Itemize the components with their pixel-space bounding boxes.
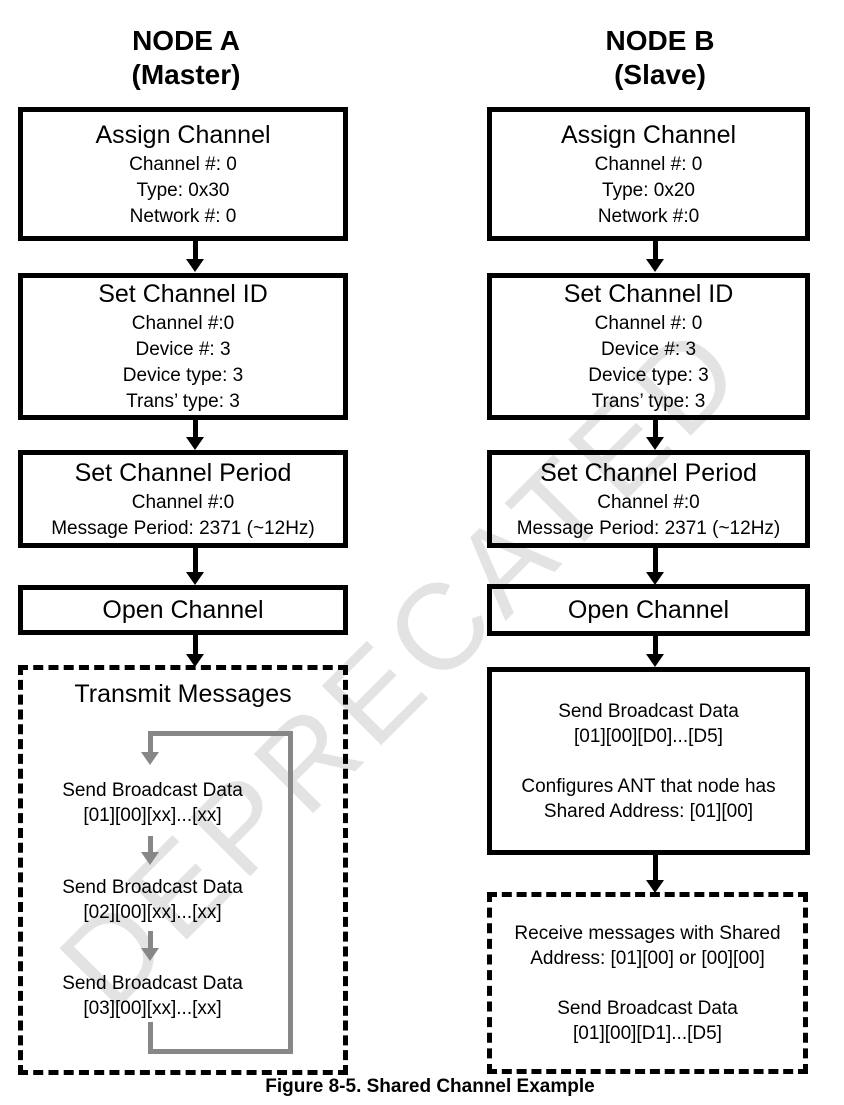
receive-line: Address: [01][00] or [00][00] <box>530 947 765 969</box>
down-arrow-icon <box>646 853 664 893</box>
node-b-set-channel-id-line: Trans’ type: 3 <box>591 391 706 412</box>
node-a-set-channel-id-heading: Set Channel ID <box>98 280 268 308</box>
node-a-set-channel-id-box: Set Channel ID Channel #:0 Device #: 3 D… <box>18 273 348 420</box>
node-a-title: NODE A (Master) <box>18 24 354 92</box>
node-b-title: NODE B (Slave) <box>492 24 828 92</box>
node-a-assign-channel-line: Channel #: 0 <box>129 153 237 175</box>
send-broadcast-para1: Send Broadcast Data [01][00][D0]...[D5] <box>558 699 739 749</box>
node-b-assign-channel-line: Channel #: 0 <box>594 153 703 175</box>
node-b-title-line1: NODE B <box>605 25 715 56</box>
transmit-step-3-line1: Send Broadcast Data <box>62 973 243 994</box>
figure-caption: Figure 8-5. Shared Channel Example <box>265 1076 595 1097</box>
node-b-title-line2: (Slave) <box>614 59 706 90</box>
send-broadcast-para2: Configures ANT that node has Shared Addr… <box>521 774 775 824</box>
node-a-open-channel-box: Open Channel <box>18 585 348 635</box>
node-b-set-channel-period-line: Message Period: 2371 (~12Hz) <box>516 517 781 539</box>
node-b-set-channel-period-line: Channel #:0 <box>597 491 700 513</box>
transmit-step-2: Send Broadcast Data [02][00][xx]...[xx] <box>30 875 275 925</box>
node-a-title-line1: NODE A <box>132 25 240 56</box>
node-a-transmit-messages-box <box>18 665 348 1075</box>
transmit-step-1-line2: [01][00][xx]...[xx] <box>83 805 222 826</box>
node-a-assign-channel-line: Type: 0x30 <box>136 179 230 201</box>
node-a-assign-channel-box: Assign Channel Channel #: 0 Type: 0x30 N… <box>18 107 348 241</box>
down-arrow-icon <box>186 238 204 272</box>
down-arrow-icon <box>186 546 204 585</box>
node-b-set-channel-id-line: Device #: 3 <box>600 339 697 360</box>
node-b-send-broadcast-box: Send Broadcast Data [01][00][D0]...[D5] … <box>487 667 810 855</box>
down-arrow-icon <box>646 546 664 585</box>
node-b-assign-channel-heading: Assign Channel <box>560 120 737 149</box>
node-a-title-line2: (Master) <box>131 59 241 90</box>
loop-down-arrow-icon <box>141 734 159 765</box>
send-broadcast-line: [01][00][D0]...[D5] <box>574 725 723 747</box>
step-down-arrow-icon <box>141 836 159 865</box>
transmit-step-1-line1: Send Broadcast Data <box>62 780 243 801</box>
node-b-open-channel-heading: Open Channel <box>567 595 730 624</box>
node-a-set-channel-period-box: Set Channel Period Channel #:0 Message P… <box>18 450 348 548</box>
node-a-assign-channel-line: Network #: 0 <box>129 205 237 227</box>
node-a-transmit-messages-heading: Transmit Messages <box>74 680 292 708</box>
node-b-assign-channel-line: Type: 0x20 <box>602 179 695 201</box>
step-down-arrow-icon <box>141 931 159 961</box>
receive-line: Receive messages with Shared <box>514 922 781 944</box>
node-a-set-channel-period-line: Channel #:0 <box>131 491 235 513</box>
node-b-set-channel-id-line: Device type: 3 <box>588 365 709 386</box>
node-b-assign-channel-box: Assign Channel Channel #: 0 Type: 0x20 N… <box>487 107 810 241</box>
send-broadcast-line: Send Broadcast Data <box>558 700 739 722</box>
node-b-assign-channel-line: Network #:0 <box>597 205 700 227</box>
node-a-assign-channel-heading: Assign Channel <box>95 120 271 149</box>
node-b-set-channel-id-box: Set Channel ID Channel #: 0 Device #: 3 … <box>487 273 810 420</box>
node-a-open-channel-heading: Open Channel <box>102 595 264 624</box>
receive-para1: Receive messages with Shared Address: [0… <box>514 921 780 971</box>
loop-line-stub <box>148 1022 153 1049</box>
node-b-set-channel-id-line: Channel #: 0 <box>594 313 703 334</box>
node-b-set-channel-id-heading: Set Channel ID <box>563 280 734 308</box>
node-a-set-channel-period-heading: Set Channel Period <box>74 458 292 487</box>
node-b-set-channel-period-box: Set Channel Period Channel #:0 Message P… <box>487 450 810 548</box>
transmit-step-2-line1: Send Broadcast Data <box>62 877 243 898</box>
node-a-set-channel-id-line: Trans’ type: 3 <box>126 391 240 412</box>
node-b-set-channel-period-heading: Set Channel Period <box>540 458 757 487</box>
down-arrow-icon <box>186 418 204 450</box>
node-b-open-channel-box: Open Channel <box>487 584 810 636</box>
transmit-step-3: Send Broadcast Data [03][00][xx]...[xx] <box>30 971 275 1021</box>
receive-line: Send Broadcast Data <box>557 997 738 1019</box>
receive-line: [01][00][D1]...[D5] <box>573 1022 722 1044</box>
send-broadcast-line: Shared Address: [01][00] <box>543 800 754 822</box>
down-arrow-icon <box>646 634 664 667</box>
loop-line-bottom <box>148 1049 293 1054</box>
node-a-set-channel-id-line: Channel #:0 <box>131 313 235 334</box>
down-arrow-icon <box>646 418 664 450</box>
node-b-receive-box: Receive messages with Shared Address: [0… <box>487 892 808 1074</box>
receive-para2: Send Broadcast Data [01][00][D1]...[D5] <box>557 996 738 1046</box>
loop-line-top <box>148 731 293 736</box>
node-a-set-channel-period-line: Message Period: 2371 (~12Hz) <box>51 517 315 539</box>
down-arrow-icon <box>646 238 664 272</box>
loop-line-right <box>288 731 293 1054</box>
node-a-set-channel-id-line: Device type: 3 <box>122 365 244 386</box>
down-arrow-icon <box>186 633 204 667</box>
transmit-step-1: Send Broadcast Data [01][00][xx]...[xx] <box>30 778 275 828</box>
transmit-step-3-line2: [03][00][xx]...[xx] <box>83 998 222 1019</box>
node-a-set-channel-id-line: Device #: 3 <box>135 339 231 360</box>
send-broadcast-line: Configures ANT that node has <box>521 775 776 797</box>
transmit-step-2-line2: [02][00][xx]...[xx] <box>83 902 222 923</box>
